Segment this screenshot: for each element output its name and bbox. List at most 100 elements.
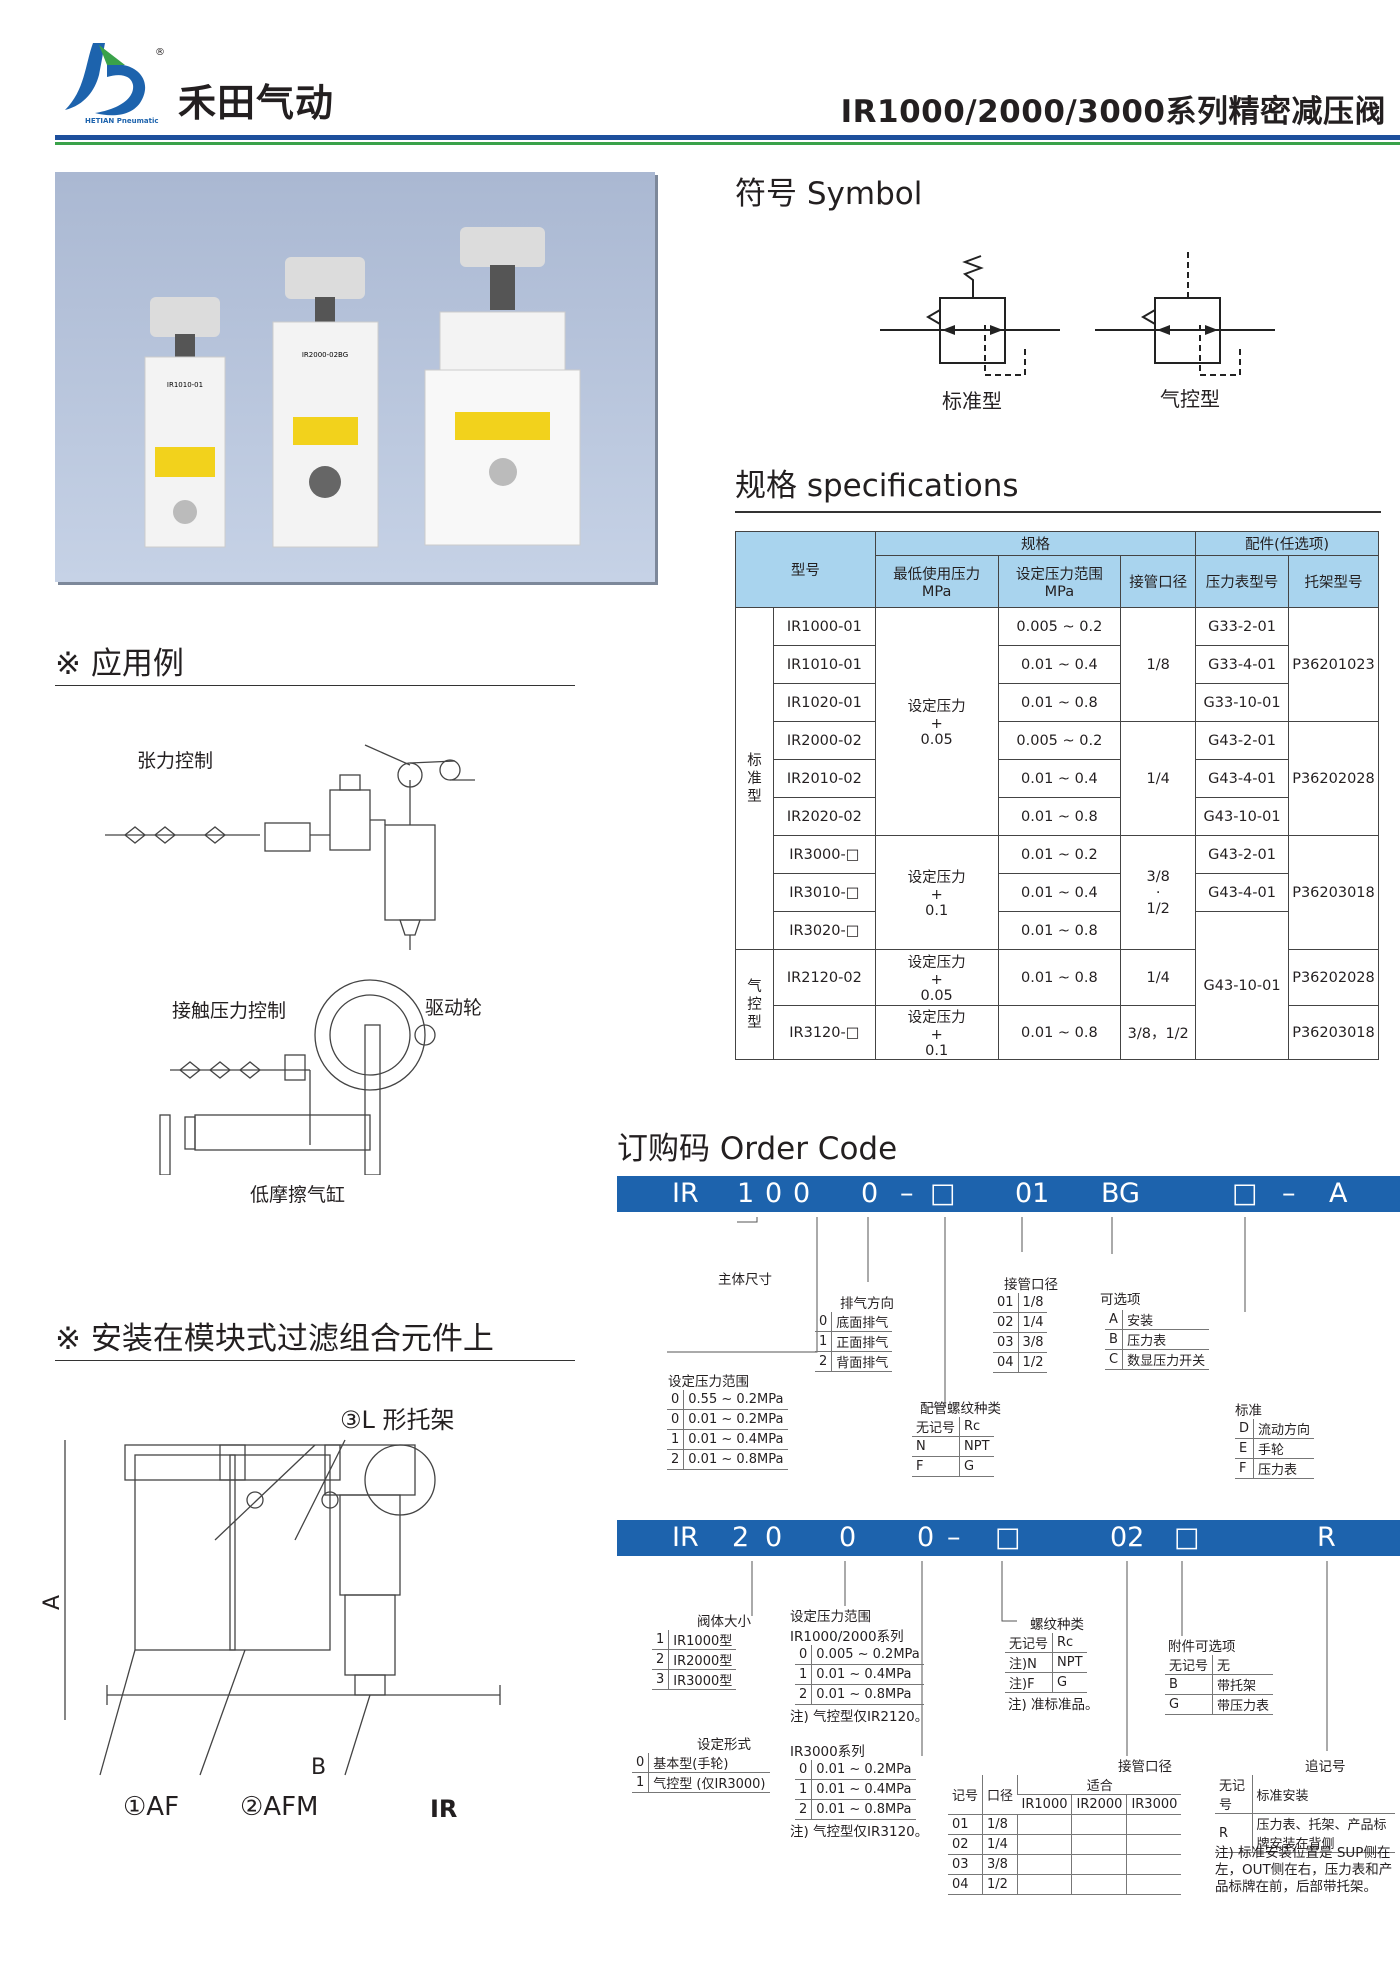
regulator-ir2000: IR2000-02BG [272,257,379,548]
brand-name: 禾田气动 [178,81,335,125]
thread2-title: 螺纹种类 [1030,1617,1084,1633]
symbol-heading: 符号 Symbol [735,176,923,212]
table-row: IR2020-02 [772,797,876,836]
min-pressure-c: 设定压力+0.05 [874,949,999,1006]
table-row: IR3020-□ [772,911,876,950]
col-port: 接管口径 [1120,555,1197,608]
dim-a-label: A [40,1594,66,1611]
thread2-note: 注) 准标准品。 [1008,1697,1099,1713]
min-pressure-a: 设定压力+0.05 [874,607,999,836]
exhaust-title: 排气方向 [840,1296,894,1312]
bracket-1: P36201023 [1287,607,1380,722]
mode-title: 设定形式 [697,1737,751,1753]
symbol-pilot-label: 气控型 [1160,387,1220,411]
group-spec: 规格 [874,531,1197,556]
std-title: 标准 [1235,1403,1262,1419]
afm-label: ②AFM [240,1792,319,1822]
opt-title: 可选项 [1100,1292,1141,1308]
brand-english: HETIAN Pneumatic [85,117,159,125]
specs-heading: 规格 specifications [735,468,1019,504]
svg-text:IR1010-01: IR1010-01 [167,381,203,389]
port-1: 1/8 [1120,607,1197,722]
order-code-bar-2: IR 2 0 0 0 – □ 02 □ R [617,1520,1400,1556]
order-code-bar-1: IR 1 0 0 0 – □ 01 BG □ – A [617,1176,1400,1212]
group-accessory: 配件(任选项) [1195,531,1379,556]
regulator-ir3000 [424,227,581,546]
port-5: 3/8，1/2 [1120,1005,1197,1060]
app-rule [55,685,575,686]
table-row: IR2000-02 [772,721,876,760]
col-model: 型号 [735,531,876,608]
bracket-3: P36203018 [1287,835,1380,950]
group-pilot: 气控型 [735,949,774,1060]
bracket-4: P36202028 [1287,949,1380,1006]
dim-b-label: B [311,1755,327,1780]
size-label: 主体尺寸 [718,1272,772,1288]
svg-text:IR2000-02BG: IR2000-02BG [302,351,348,359]
brand-logo: ® HETIAN Pneumatic [55,35,165,125]
table-row: IR1000-01 [772,607,876,646]
port-2: 1/4 [1120,721,1197,836]
module-diagram [55,1420,515,1840]
table-row: IR3000-□ [772,835,876,874]
symbol-standard-label: 标准型 [942,389,1002,413]
app-cylinder-label: 低摩擦气缸 [250,1184,346,1206]
order-heading: 订购码 Order Code [617,1131,898,1167]
module-heading: ※ 安装在模块式过滤组合元件上 [55,1321,494,1357]
col-bracket: 托架型号 [1287,555,1380,608]
order-leaders-2 [751,1561,1328,1756]
bracket-label: ③L 形托架 [340,1406,455,1434]
range-title: 设定压力范围 [668,1374,749,1390]
body-title: 阀体大小 [697,1614,751,1630]
min-pressure-d: 设定压力+0.1 [874,1005,999,1060]
module-rule [55,1360,575,1361]
contact-diagram [155,965,465,1176]
table-row: IR2120-02 [772,949,876,1006]
add-title: 追记号 [1305,1759,1346,1775]
range2-note: 注) 气控型仅IR2120。 [790,1709,929,1725]
product-photo: IR1010-01 IR2000-02BG [55,172,655,582]
table-row: IR3120-□ [772,1005,876,1060]
table-row: IR2010-02 [772,759,876,798]
af-label: ①AF [123,1792,180,1822]
thread-title: 配管螺纹种类 [920,1401,1001,1417]
range3-sub: IR3000系列 [790,1744,865,1760]
app-tension-label: 张力控制 [137,750,214,772]
port-4: 1/4 [1120,949,1197,1006]
table-row: IR3010-□ [772,873,876,912]
page-title: IR1000/2000/3000系列精密减压阀 [840,94,1386,130]
acc-title: 附件可选项 [1168,1639,1236,1655]
col-gauge: 压力表型号 [1195,555,1289,608]
ir-label: IR [430,1795,458,1823]
range3-note: 注) 气控型仅IR3120。 [790,1824,929,1840]
table-row: IR1020-01 [772,683,876,722]
port-3: 3/8·1/2 [1120,835,1197,950]
header-rule-green [55,142,1400,145]
port2-title: 接管口径 [1118,1759,1172,1775]
port-title: 接管口径 [1004,1277,1058,1293]
group-standard: 标准型 [735,607,774,950]
range2-title: 设定压力范围 [790,1609,871,1625]
bracket-5: P36203018 [1287,1005,1380,1060]
min-pressure-b: 设定压力+0.1 [874,835,999,950]
specs-table-frame [735,511,1381,513]
tension-diagram [55,735,495,955]
brand-reg: ® [155,47,165,58]
app-drive-label: 驱动轮 [425,997,483,1019]
app-contact-label: 接触压力控制 [172,1000,287,1022]
